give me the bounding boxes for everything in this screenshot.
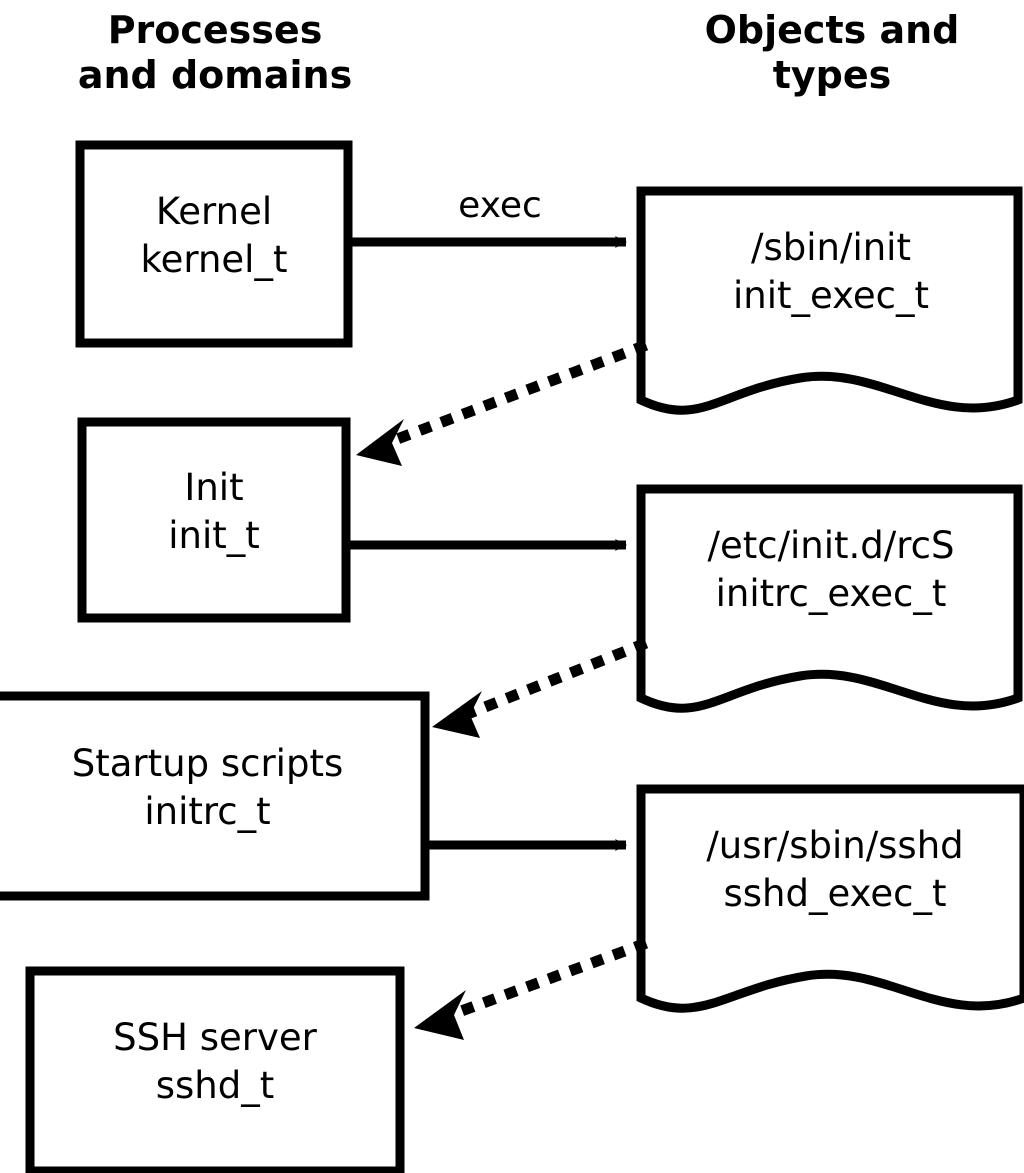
arrowhead-initrc xyxy=(432,691,482,738)
edge-label-exec: exec xyxy=(458,185,542,226)
object-doc-init-exec[interactable] xyxy=(636,186,1023,415)
edge-initrc-exec-to-initrc xyxy=(462,637,649,721)
edge-init-exec-to-init xyxy=(384,339,649,449)
process-box-init[interactable] xyxy=(77,417,351,623)
object-doc-sshd-exec[interactable] xyxy=(636,784,1024,1013)
process-box-initrc[interactable] xyxy=(0,691,430,901)
object-doc-initrc-exec[interactable] xyxy=(636,484,1023,713)
arrowhead-sshd xyxy=(414,990,466,1040)
arrowhead-init xyxy=(356,419,404,466)
edge-sshd-exec-to-sshd xyxy=(448,937,649,1021)
process-box-kernel[interactable] xyxy=(75,140,353,348)
column-header-objects: Objects and types xyxy=(704,8,960,97)
column-header-processes: Processes and domains xyxy=(77,8,353,97)
process-box-sshd[interactable] xyxy=(25,966,405,1173)
